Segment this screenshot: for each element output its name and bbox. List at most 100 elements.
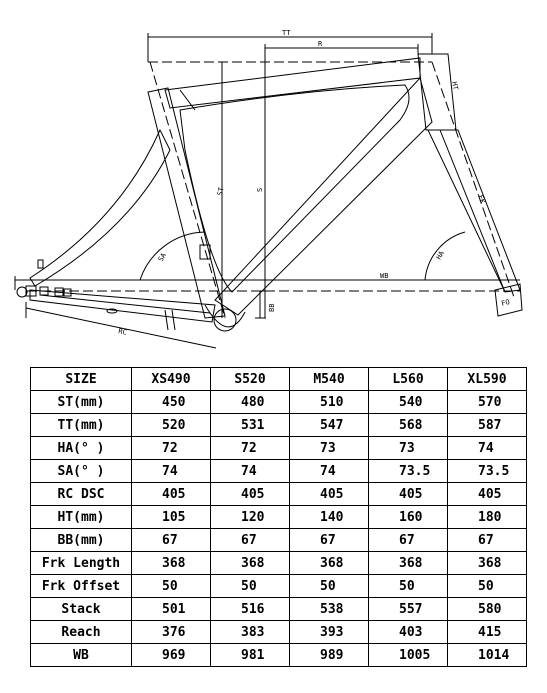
table-cell: 538	[289, 597, 369, 621]
seat-tube	[147, 87, 226, 319]
table-cell: 570	[447, 390, 527, 414]
label-fk: FK	[476, 194, 487, 205]
ha-angle-arc	[424, 231, 466, 281]
label-ht: HT	[450, 81, 459, 91]
table-cell: 580	[447, 597, 527, 621]
rc-dimension-line	[25, 307, 217, 349]
header-size-xs490: XS490	[131, 367, 211, 391]
header-size-l560: L560	[368, 367, 448, 391]
down-tube	[214, 76, 433, 316]
table-cell: 67	[210, 528, 290, 552]
table-cell: 73.5	[368, 459, 448, 483]
table-cell: 368	[210, 551, 290, 575]
table-cell: 547	[289, 413, 369, 437]
table-cell: 74	[131, 459, 211, 483]
table-cell: 405	[289, 482, 369, 506]
table-cell: 557	[368, 597, 448, 621]
table-cell: 73.5	[447, 459, 527, 483]
header-size-xl590: XL590	[447, 367, 527, 391]
row-label: WB	[30, 643, 132, 667]
table-cell: 180	[447, 505, 527, 529]
table-cell: 531	[210, 413, 290, 437]
table-cell: 74	[210, 459, 290, 483]
table-cell: 989	[289, 643, 369, 667]
label-wb: WB	[380, 272, 388, 280]
table-cell: 1014	[447, 643, 527, 667]
table-cell: 67	[368, 528, 448, 552]
table-cell: 368	[447, 551, 527, 575]
table-cell: 72	[131, 436, 211, 460]
table-cell: 969	[131, 643, 211, 667]
table-cell: 73	[368, 436, 448, 460]
table-cell: 405	[368, 482, 448, 506]
frame-geometry-diagram: TT R HT FK ST S SA HA WB BB RC FO	[14, 29, 523, 349]
table-cell: 105	[131, 505, 211, 529]
row-label: HT(mm)	[30, 505, 132, 529]
row-label: SA(° )	[30, 459, 132, 483]
table-cell: 160	[368, 505, 448, 529]
row-label: Frk Length	[30, 551, 132, 575]
geometry-table: SIZE XS490 S520 M540 L560 XL590 ST(mm)45…	[30, 367, 527, 667]
label-ha: HA	[435, 249, 447, 261]
table-cell: 540	[368, 390, 448, 414]
table-cell: 405	[131, 482, 211, 506]
row-label: Stack	[30, 597, 132, 621]
fork-offset-marker	[494, 283, 523, 317]
table-cell: 587	[447, 413, 527, 437]
table-cell: 501	[131, 597, 211, 621]
table-cell: 67	[131, 528, 211, 552]
table-cell: 415	[447, 620, 527, 644]
table-cell: 510	[289, 390, 369, 414]
label-st: ST	[216, 186, 226, 197]
header-size-m540: M540	[289, 367, 369, 391]
table-cell: 50	[131, 574, 211, 598]
row-label: TT(mm)	[30, 413, 132, 437]
header-size-s520: S520	[210, 367, 290, 391]
table-cell: 368	[131, 551, 211, 575]
table-cell: 450	[131, 390, 211, 414]
top-tube	[164, 57, 421, 109]
table-cell: 1005	[368, 643, 448, 667]
table-cell: 73	[289, 436, 369, 460]
table-cell: 74	[447, 436, 527, 460]
label-bb: BB	[268, 304, 276, 312]
table-cell: 140	[289, 505, 369, 529]
sa-angle-arc	[139, 231, 206, 281]
table-cell: 568	[368, 413, 448, 437]
table-cell: 480	[210, 390, 290, 414]
table-cell: 393	[289, 620, 369, 644]
bottom-bracket	[213, 308, 237, 332]
table-cell: 72	[210, 436, 290, 460]
rear-axle	[16, 286, 28, 298]
label-rc: RC	[118, 327, 128, 337]
table-cell: 405	[447, 482, 527, 506]
table-cell: 67	[447, 528, 527, 552]
table-cell: 368	[368, 551, 448, 575]
label-tt: TT	[282, 29, 291, 37]
table-cell: 67	[289, 528, 369, 552]
table-cell: 376	[131, 620, 211, 644]
row-label: HA(° )	[30, 436, 132, 460]
row-label: ST(mm)	[30, 390, 132, 414]
table-cell: 405	[210, 482, 290, 506]
table-cell: 50	[210, 574, 290, 598]
table-cell: 383	[210, 620, 290, 644]
row-label: Frk Offset	[30, 574, 132, 598]
header-size: SIZE	[30, 367, 132, 391]
table-cell: 981	[210, 643, 290, 667]
row-label: BB(mm)	[30, 528, 132, 552]
table-cell: 50	[289, 574, 369, 598]
label-r: R	[318, 40, 323, 48]
label-sa: SA	[157, 251, 169, 263]
